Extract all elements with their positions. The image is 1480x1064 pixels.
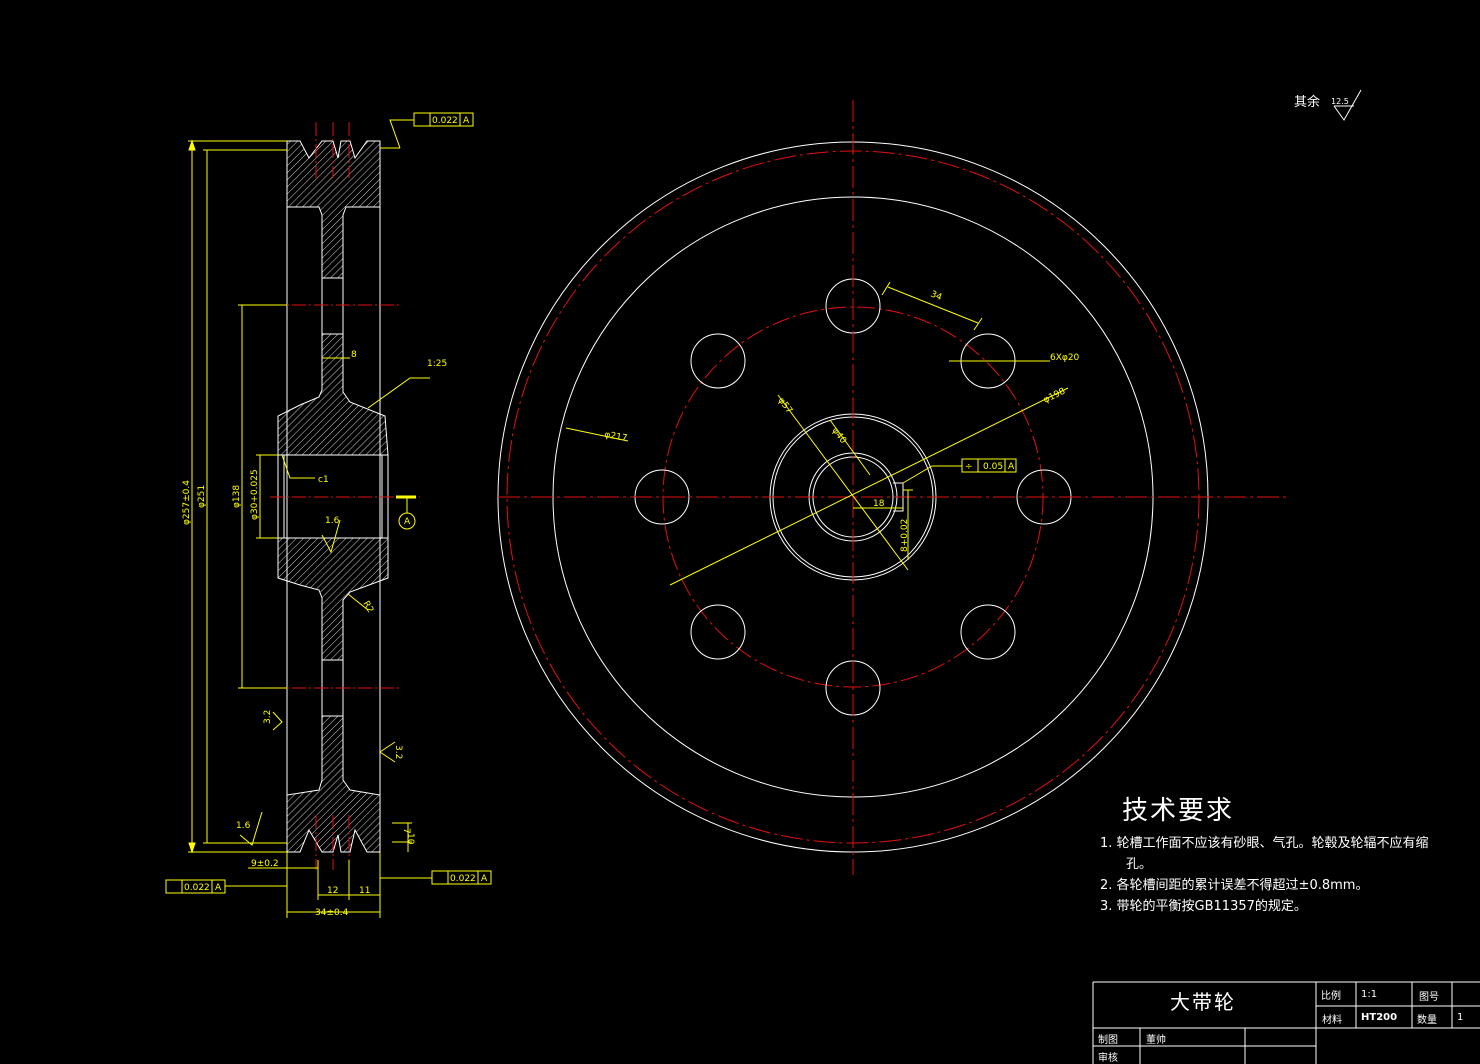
dim-rough-right: 3.2 <box>393 745 403 759</box>
drawn-value: 董帅 <box>1146 1035 1166 1046</box>
drawn-label: 制图 <box>1098 1035 1118 1046</box>
sym-tol-datum: A <box>1008 462 1015 472</box>
tol-right-value: 0.022 <box>450 874 476 884</box>
hole <box>690 333 746 389</box>
dim-keyway-width: 18 <box>873 499 885 509</box>
dim-rough-groove: 1.6 <box>236 821 251 831</box>
section-view-labels: 0.022 A 0.022 A 0.022 A φ257±0.4 φ251 φ1… <box>182 116 488 918</box>
dim-keyway-depth: 8+0.02 <box>900 519 910 552</box>
scale-label: 比例 <box>1321 991 1341 1002</box>
dim-width: 34±0.4 <box>315 908 349 918</box>
dim-217: φ217 <box>603 430 628 444</box>
tech-item-num: 2. <box>1100 878 1113 893</box>
tech-item-num: 3. <box>1100 899 1113 914</box>
qty-value: 1 <box>1457 1012 1464 1023</box>
front-view-labels: 34 6Xφ20 φ198 φ217 φ57 φ40 0.05 A 18 8+0… <box>603 290 1079 552</box>
roughness-symbol-icon <box>1333 89 1362 121</box>
tol-top-datum: A <box>463 116 470 126</box>
tech-item-text: 轮槽工作面不应该有砂眼、气孔。轮毂及轮辐不应有缩 <box>1116 836 1429 851</box>
dim-fillet: R2 <box>360 600 375 615</box>
section-view <box>270 122 420 870</box>
dim-holes: 6Xφ20 <box>1050 353 1080 363</box>
dim-taper: 1:25 <box>427 359 447 369</box>
section-hatch-mid-upper <box>277 333 389 456</box>
tech-item-num: 1. <box>1100 836 1113 851</box>
dim-outer-diameter: φ257±0.4 <box>182 480 192 525</box>
title-block-frame <box>1092 981 1480 1064</box>
tech-item: 2. 各轮槽间距的累计误差不得超过±0.8mm。 <box>1100 875 1429 896</box>
dim-bore: φ30+0.025 <box>250 469 260 520</box>
tech-item-text: 带轮的平衡按GB11357的规定。 <box>1116 899 1307 914</box>
dim-198: φ198 <box>1042 386 1067 405</box>
dim-rough-bore: 1.6 <box>325 516 340 526</box>
section-hatch-mid-lower <box>277 537 389 661</box>
dim-40: φ40 <box>830 426 848 446</box>
datum-label: A <box>404 517 411 527</box>
tol-left-datum: A <box>215 883 222 893</box>
dim-pitch: 12 <box>327 886 338 896</box>
drawing-no-label: 图号 <box>1419 992 1439 1003</box>
dim-138: φ138 <box>232 485 242 508</box>
dim-groove-height: 10 <box>405 833 415 845</box>
front-view <box>497 100 1290 875</box>
dim-rough-left: 3.2 <box>263 710 273 724</box>
dim-groove-depth: 7 <box>401 828 411 834</box>
material-label: 材料 <box>1322 1015 1342 1026</box>
dim-251: φ251 <box>197 485 207 508</box>
sym-tol-value: 0.05 <box>983 462 1003 472</box>
front-view-dimensions <box>565 281 1069 586</box>
dim-web: 8 <box>351 350 357 360</box>
surface-finish-note: 其余 12.5 <box>1294 89 1362 121</box>
technical-requirements: 技术要求 1. 轮槽工作面不应该有砂眼、气孔。轮毂及轮辐不应有缩 孔。 2. 各… <box>1100 790 1429 917</box>
tech-item: 3. 带轮的平衡按GB11357的规定。 <box>1100 896 1429 917</box>
material-value: HT200 <box>1361 1012 1398 1023</box>
tol-right-datum: A <box>481 874 488 884</box>
dim-side: 11 <box>359 886 370 896</box>
dim-chamfer: c1 <box>318 475 329 485</box>
hole <box>960 604 1016 660</box>
part-name: 大带轮 <box>1170 990 1236 1014</box>
scale-value: 1:1 <box>1361 989 1378 1000</box>
title-block: 大带轮 比例 1:1 图号 材料 HT200 数量 1 制图 董帅 审核 <box>1093 982 1480 1064</box>
tol-top-value: 0.022 <box>432 116 458 126</box>
section-hatch-upper <box>286 140 381 279</box>
qty-label: 数量 <box>1417 1015 1437 1026</box>
tech-item-cont: 孔。 <box>1126 857 1153 872</box>
dim-groove-offset: 9±0.2 <box>251 859 279 869</box>
surface-finish-value: 12.5 <box>1331 97 1349 106</box>
symmetry-icon: ÷ <box>965 462 973 472</box>
dim-hole-center-dist: 34 <box>929 290 944 304</box>
section-view-dimensions <box>165 112 492 918</box>
checked-label: 审核 <box>1098 1053 1118 1064</box>
hole <box>690 604 746 660</box>
tech-item: 1. 轮槽工作面不应该有砂眼、气孔。轮毂及轮辐不应有缩 孔。 <box>1100 833 1429 875</box>
surface-finish-label: 其余 <box>1294 94 1320 110</box>
tech-title: 技术要求 <box>1122 796 1235 826</box>
section-hatch-lower <box>286 715 381 853</box>
tol-left-value: 0.022 <box>184 883 210 893</box>
tech-item-text: 各轮槽间距的累计误差不得超过±0.8mm。 <box>1116 878 1369 893</box>
